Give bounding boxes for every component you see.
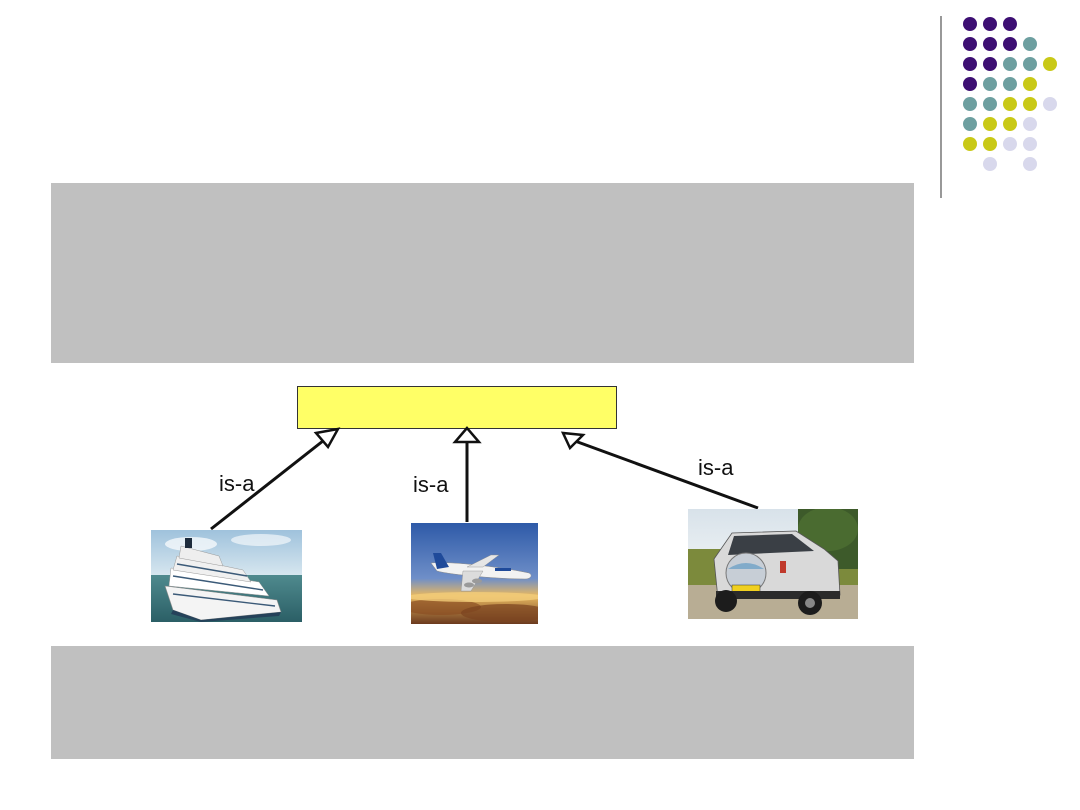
decorative-dot [963,37,977,51]
decorative-dot [1043,57,1057,71]
suv-car-image [688,509,858,619]
decorative-dot [983,37,997,51]
parent-class-box [297,386,617,429]
decorative-dot [1003,117,1017,131]
decorative-dot [983,157,997,171]
decorative-dot [1023,77,1037,91]
decorative-dot [1003,37,1017,51]
is-a-label-ship: is-a [219,471,255,496]
arrow-line-car [574,439,759,510]
decorative-dot [963,97,977,111]
decorative-dot [983,57,997,71]
decorative-dot [1023,57,1037,71]
decorative-dot [1003,17,1017,31]
decorative-dot [1003,97,1017,111]
decorative-dot [1003,57,1017,71]
decorative-dot [983,97,997,111]
decorative-dot [983,77,997,91]
decorative-dot [983,117,997,131]
decorative-dot [963,17,977,31]
decorative-dot [1023,37,1037,51]
decorative-dot [963,57,977,71]
arrowhead-ship [313,427,341,450]
decorative-dot [1003,137,1017,151]
decorative-dot [963,137,977,151]
arrow-line-ship [210,435,329,531]
decorative-dot [1003,77,1017,91]
cruise-ship-image [151,530,302,622]
decorative-dot [983,17,997,31]
arrowhead-car [560,431,586,451]
decorative-dot [963,77,977,91]
arrowhead-plane [452,426,482,444]
decorative-dot [1043,97,1057,111]
decorative-dot [1023,97,1037,111]
decorative-dot [1023,137,1037,151]
is-a-label-plane: is-a [413,472,449,497]
decorative-dot [1023,157,1037,171]
decorative-dot [1023,117,1037,131]
decorative-dot [963,117,977,131]
is-a-label-car: is-a [698,455,734,480]
bottom-content-box [51,646,914,759]
decorative-dot [983,137,997,151]
airplane-image [411,523,538,624]
top-content-box [51,183,914,363]
decorative-dot-grid [940,16,1057,198]
